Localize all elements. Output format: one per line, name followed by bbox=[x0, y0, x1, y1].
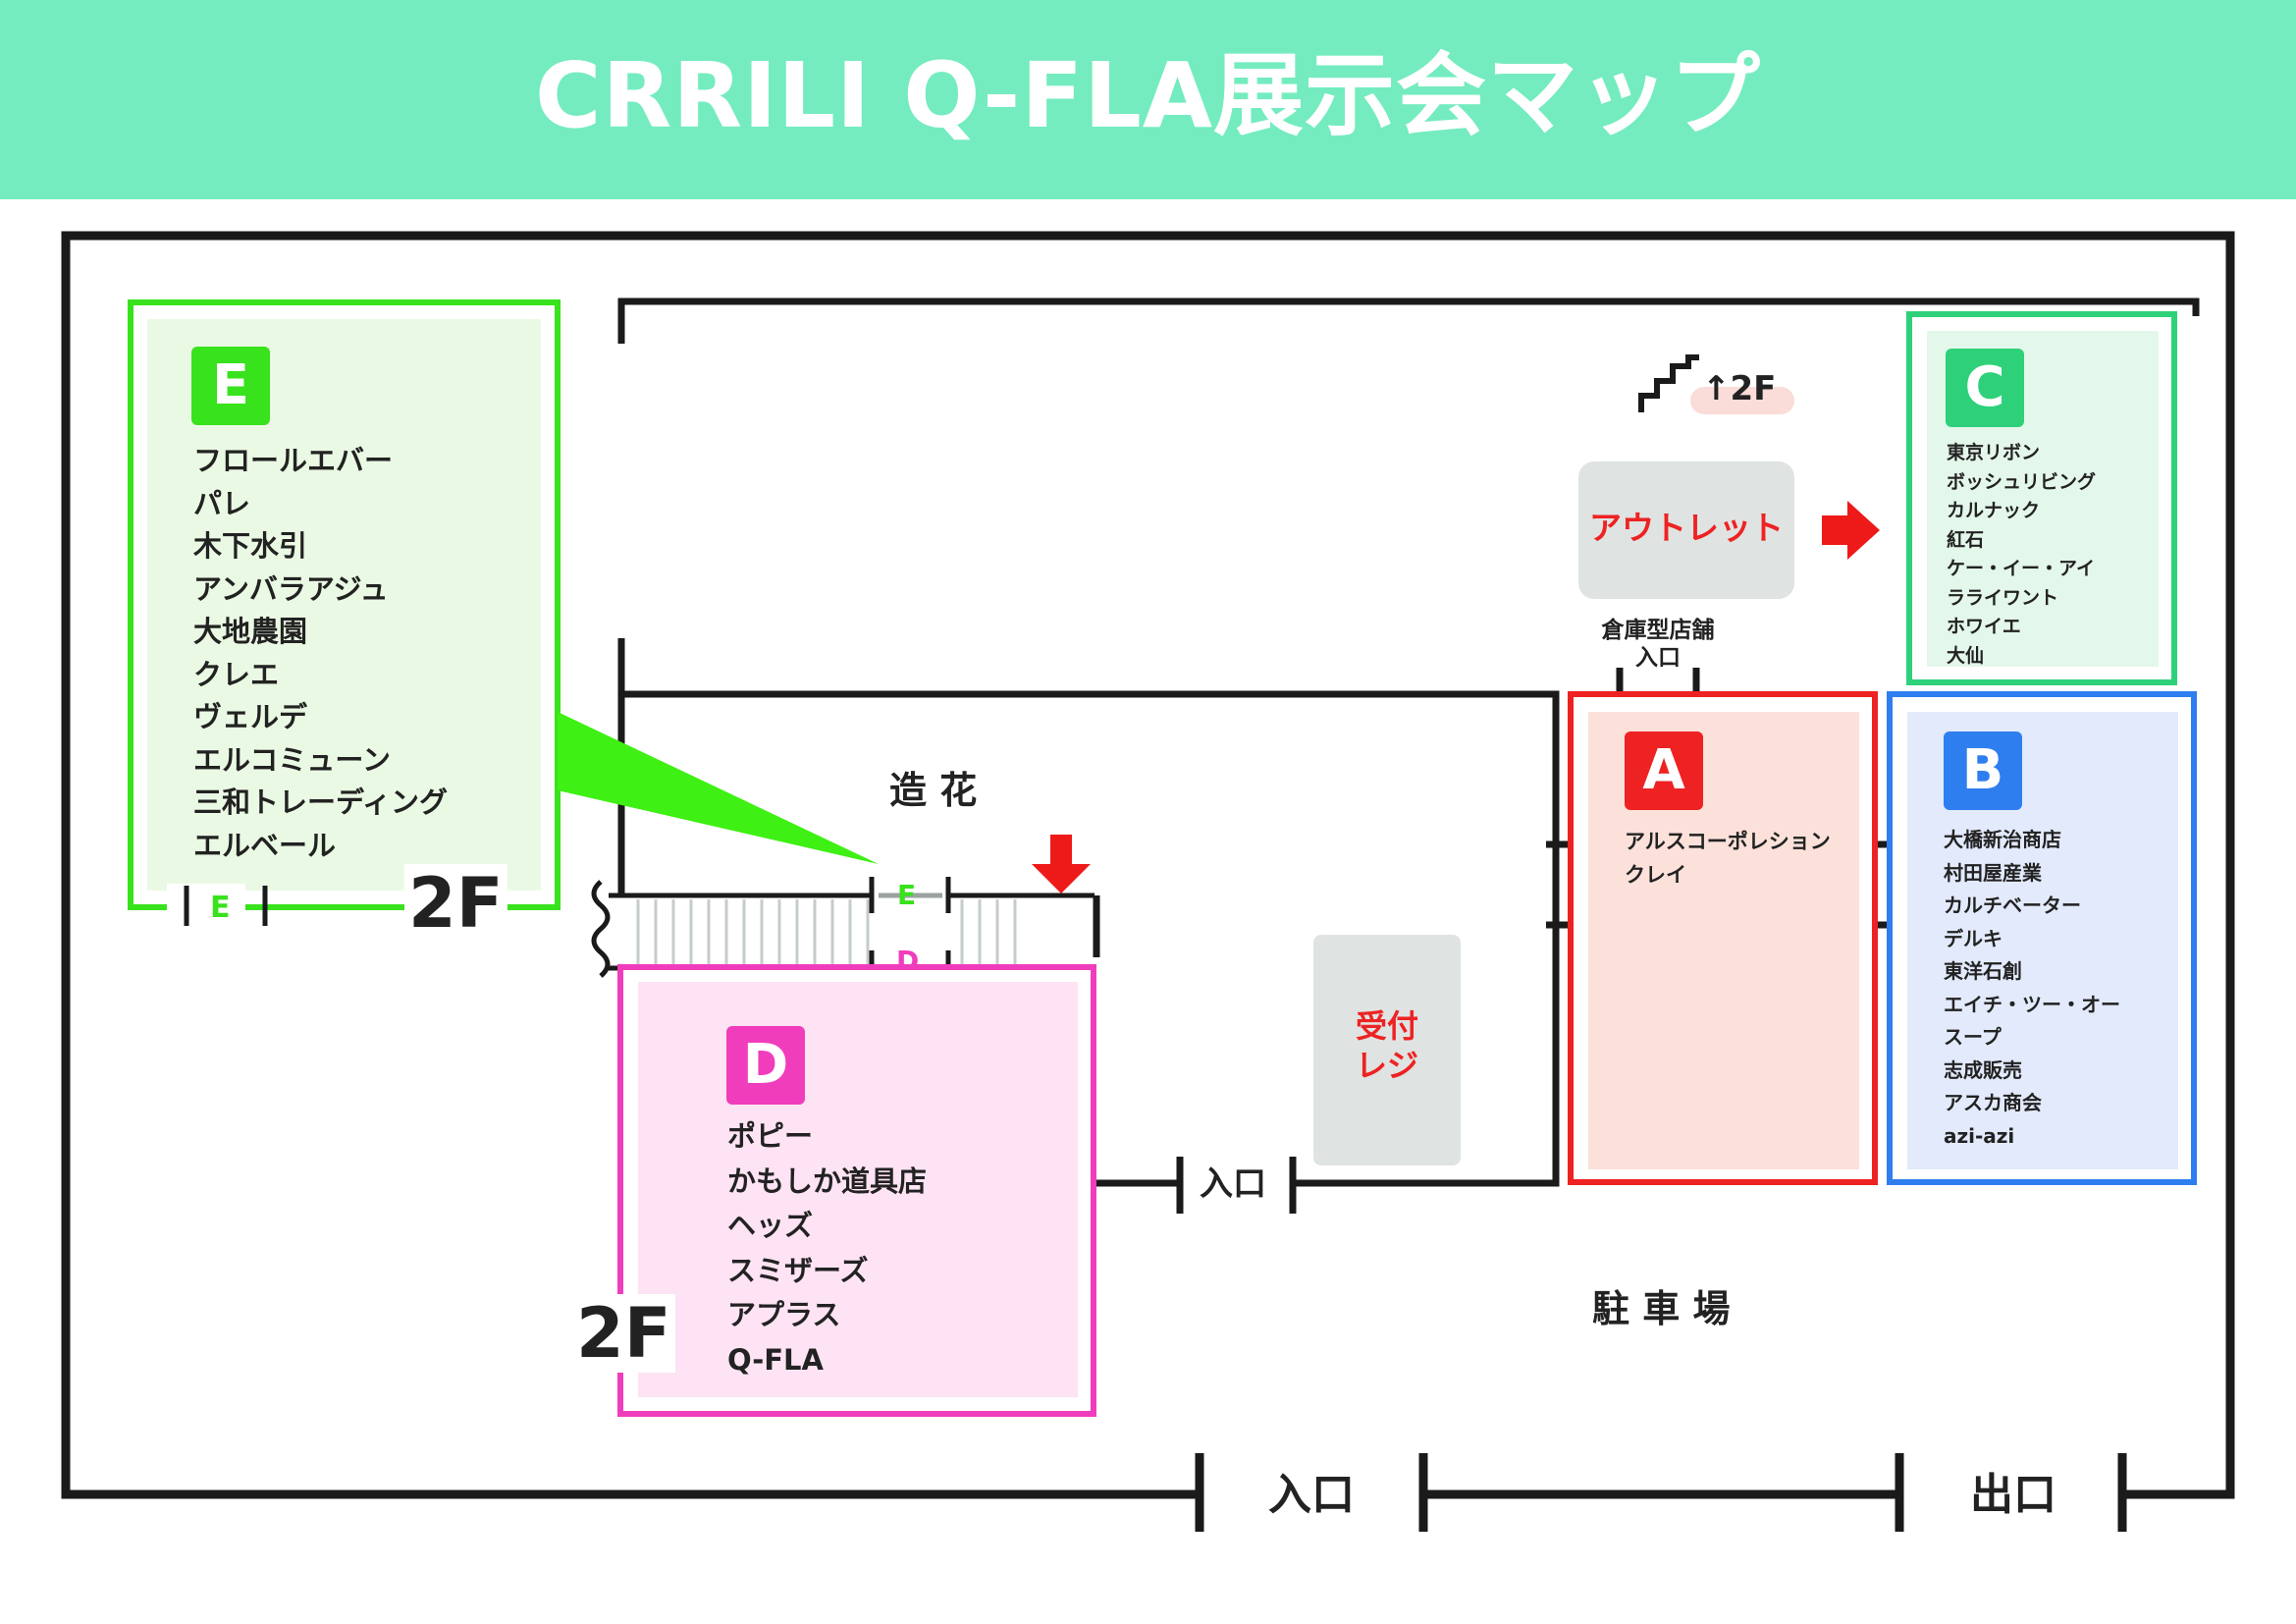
list-item: アプラス bbox=[727, 1298, 841, 1331]
list-item: 志成販売 bbox=[1944, 1057, 2022, 1082]
list-item: かもしか道具店 bbox=[727, 1164, 928, 1198]
list-item: azi-azi bbox=[1944, 1123, 2015, 1148]
list-item: 村田屋産業 bbox=[1944, 860, 2042, 885]
list-item: スープ bbox=[1944, 1025, 2002, 1049]
zone-c-exhibitor-list: 東京リボン ボッシュリビング カルナック 紅石 ケー・イー・アイ ラライワント … bbox=[1947, 439, 2096, 671]
stairs-2f-label: ↑2F bbox=[1702, 369, 1777, 408]
list-item: カルナック bbox=[1947, 500, 2041, 521]
inner-mid-wall bbox=[621, 690, 1560, 1187]
zone-a-badge: A bbox=[1625, 731, 1703, 810]
arrow-down-icon bbox=[1032, 835, 1091, 893]
zone-e-exhibitor-list: フロールエバー パレ 木下水引 アンバラアジュ 大地農園 クレエ ヴェルデ エル… bbox=[193, 440, 448, 867]
zone-a-exhibitor-list: アルスコーポレション クレイ bbox=[1625, 825, 1831, 892]
outer-wall bbox=[61, 231, 2235, 1499]
zone-b-exhibitor-list: 大橋新治商店 村田屋産業 カルチベーター デルキ 東洋石創 エイチ・ツー・オー … bbox=[1944, 824, 2120, 1153]
list-item: エルコミューン bbox=[193, 742, 391, 777]
zone-d-floor-label: 2F bbox=[572, 1294, 675, 1373]
list-item: デルキ bbox=[1944, 926, 2002, 950]
list-item: ケー・イー・アイ bbox=[1947, 558, 2096, 579]
stairs-icon bbox=[1638, 354, 1794, 414]
list-item: エルベール bbox=[193, 828, 337, 862]
list-item: カルチベーター bbox=[1944, 893, 2081, 917]
list-item: アンバラアジュ bbox=[193, 571, 389, 606]
list-item: Q-FLA bbox=[727, 1342, 824, 1377]
list-item: アスカ商会 bbox=[1944, 1091, 2042, 1114]
zone-b-badge: B bbox=[1944, 731, 2022, 810]
list-item: ボッシュリビング bbox=[1947, 470, 2097, 493]
list-item: 三和トレーディング bbox=[193, 785, 448, 819]
exit-label: 出口 bbox=[1970, 1470, 2056, 1520]
door-e-label: E bbox=[897, 879, 917, 911]
list-item: ヴェルデ bbox=[193, 700, 308, 733]
artificial-flower-label: 造 花 bbox=[889, 769, 978, 812]
list-item: 大橋新治商店 bbox=[1944, 828, 2061, 851]
zone-e-floor-label: 2F bbox=[404, 864, 507, 943]
zone-e-door-label: E bbox=[210, 891, 231, 925]
main-entrance-label: 入口 bbox=[1268, 1470, 1355, 1520]
zone-d-badge: D bbox=[726, 1026, 805, 1105]
list-item: ヘッズ bbox=[727, 1209, 814, 1242]
list-item: クレエ bbox=[193, 657, 280, 691]
list-item: パレ bbox=[193, 486, 251, 520]
stair-corridor bbox=[591, 877, 1095, 982]
list-item: フロールエバー bbox=[193, 444, 394, 477]
list-item: ポピー bbox=[727, 1119, 814, 1153]
outlet-label: アウトレット bbox=[1589, 509, 1784, 547]
list-item: 大地農園 bbox=[193, 615, 308, 648]
list-item: 木下水引 bbox=[193, 529, 308, 563]
list-item: アルスコーポレション bbox=[1625, 830, 1831, 853]
list-item: ホワイエ bbox=[1947, 616, 2021, 637]
reception-box bbox=[1313, 935, 1461, 1165]
arrow-right-icon bbox=[1822, 501, 1880, 560]
zone-d-exhibitor-list: ポピー かもしか道具店 ヘッズ スミザーズ アプラス Q-FLA bbox=[727, 1114, 927, 1382]
header-banner bbox=[0, 0, 2296, 199]
reception-label: 受付 レジ bbox=[1355, 1007, 1418, 1084]
parking-label: 駐 車 場 bbox=[1592, 1287, 1731, 1330]
door-d-label: D bbox=[896, 945, 920, 977]
list-item: 東京リボン bbox=[1947, 442, 2041, 463]
list-item: ラライワント bbox=[1947, 586, 2059, 609]
list-item: 東洋石創 bbox=[1944, 959, 2022, 983]
list-item: 大仙 bbox=[1947, 644, 1985, 667]
page-title: CRRILI Q-FLA展示会マップ bbox=[534, 43, 1762, 148]
list-item: エイチ・ツー・オー bbox=[1944, 992, 2120, 1016]
e-pointer bbox=[558, 712, 879, 864]
warehouse-entrance-label: 倉庫型店舗 入口 bbox=[1601, 618, 1715, 671]
list-item: クレイ bbox=[1625, 863, 1686, 887]
zone-c-badge: C bbox=[1946, 349, 2024, 427]
list-item: スミザーズ bbox=[727, 1253, 869, 1287]
zone-e-badge: E bbox=[191, 347, 270, 425]
inner-entrance-label: 入口 bbox=[1200, 1164, 1266, 1204]
inner-top-wall bbox=[617, 298, 2200, 344]
outlet-box bbox=[1578, 461, 1794, 599]
list-item: 紅石 bbox=[1947, 528, 1985, 551]
